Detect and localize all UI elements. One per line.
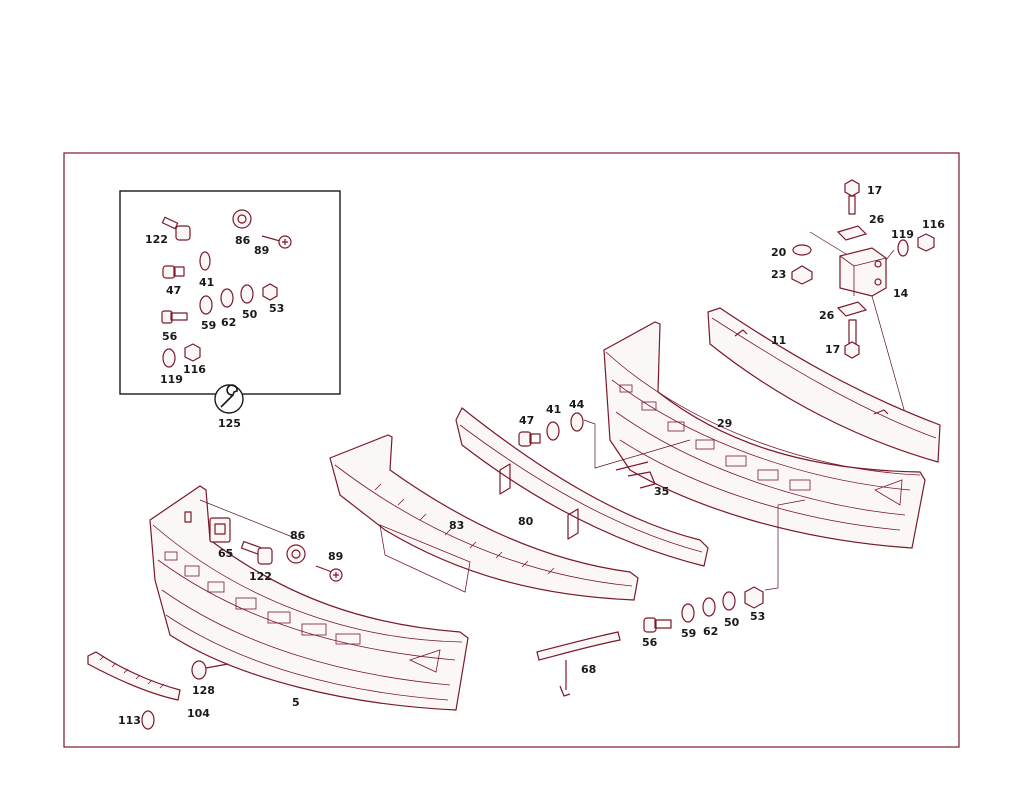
label-62: 62	[221, 316, 236, 329]
label-29: 29	[717, 417, 732, 430]
nut-53-icon	[262, 283, 278, 301]
label-119: 119	[160, 373, 183, 386]
bolt-17-bottom-icon	[844, 319, 860, 359]
washer-62-icon	[220, 288, 234, 308]
label-65: 65	[218, 547, 233, 560]
label-125: 125	[218, 417, 241, 430]
label-86-mid: 86	[290, 529, 306, 542]
label-56-low: 56	[642, 636, 658, 649]
label-116-right: 116	[922, 218, 945, 231]
label-59-low: 59	[681, 627, 696, 640]
label-17-bottom: 17	[825, 343, 840, 356]
bolt-17-top-icon	[844, 179, 860, 215]
bolt-47-mid-icon	[518, 431, 541, 447]
label-83: 83	[449, 519, 464, 532]
washer-119-icon	[162, 348, 176, 368]
washer-20-icon	[792, 244, 812, 256]
plate-26-top-icon	[836, 225, 868, 241]
washer-59-low-icon	[681, 603, 695, 623]
label-128: 128	[192, 684, 215, 697]
part-number-labels: 122 86 89 47 41 56 59 62 50 53 119 116 1…	[118, 184, 945, 727]
label-41: 41	[199, 276, 214, 289]
label-59: 59	[201, 319, 216, 332]
grille-104	[87, 651, 181, 701]
clip-35-icon	[615, 461, 656, 489]
screw-128-icon	[191, 660, 229, 680]
impact-absorber-80	[455, 407, 709, 567]
bracket-14-icon	[839, 247, 887, 297]
label-35: 35	[654, 485, 669, 498]
bumper-cover-5	[149, 485, 469, 711]
bracket-assembly	[791, 179, 935, 414]
hardware-kit-inset	[119, 190, 341, 414]
wrench-125-icon	[214, 384, 244, 414]
nut-116-icon	[184, 343, 201, 362]
screw-89-icon	[261, 235, 292, 249]
bolt-56-low-icon	[643, 617, 672, 633]
label-53: 53	[269, 302, 284, 315]
label-50: 50	[242, 308, 258, 321]
label-11: 11	[771, 334, 786, 347]
clip-65-icon	[209, 517, 231, 543]
label-68: 68	[581, 663, 596, 676]
bumper-carrier-83	[329, 434, 639, 601]
label-50-low: 50	[724, 616, 740, 629]
washer-50-icon	[240, 284, 254, 304]
label-26-top: 26	[869, 213, 885, 226]
bolt-122-mid-icon	[240, 540, 273, 565]
label-47: 47	[166, 284, 181, 297]
label-86: 86	[235, 234, 251, 247]
label-62-low: 62	[703, 625, 718, 638]
diagram-frame	[63, 152, 960, 748]
label-104: 104	[187, 707, 210, 720]
label-23: 23	[771, 268, 786, 281]
cage-nut-86-icon	[232, 209, 252, 229]
washer-41-icon	[199, 251, 211, 271]
washer-59-icon	[199, 295, 213, 315]
label-56: 56	[162, 330, 178, 343]
washer-41-mid-icon	[546, 421, 560, 441]
label-17-top: 17	[867, 184, 882, 197]
label-113: 113	[118, 714, 141, 727]
label-53-low: 53	[750, 610, 765, 623]
nut-116-right-icon	[917, 233, 935, 252]
nut-23-icon	[791, 265, 813, 285]
molding-68	[536, 631, 621, 697]
label-89-mid: 89	[328, 550, 343, 563]
cage-nut-86-mid-icon	[286, 544, 306, 564]
label-119-right: 119	[891, 228, 914, 241]
label-116: 116	[183, 363, 206, 376]
support-bar-11	[707, 307, 941, 463]
label-14: 14	[893, 287, 909, 300]
washer-50-low-icon	[722, 591, 736, 611]
washer-44-icon	[570, 412, 584, 432]
label-47-mid: 47	[519, 414, 534, 427]
nut-53-low-icon	[744, 586, 764, 609]
label-122-mid: 122	[249, 570, 272, 583]
label-44: 44	[569, 398, 585, 411]
bolt-122-icon	[161, 216, 191, 241]
label-5: 5	[292, 696, 300, 709]
bumper-cover-29	[603, 321, 926, 549]
plate-26-bottom-icon	[836, 301, 868, 317]
label-80: 80	[518, 515, 534, 528]
label-41-mid: 41	[546, 403, 561, 416]
label-20: 20	[771, 246, 787, 259]
washer-62-low-icon	[702, 597, 716, 617]
label-89: 89	[254, 244, 269, 257]
nut-113-icon	[141, 710, 155, 730]
bolt-56-icon	[161, 310, 188, 324]
label-26-bottom: 26	[819, 309, 835, 322]
label-122: 122	[145, 233, 168, 246]
screw-89-mid-icon	[315, 565, 343, 582]
bolt-47-icon	[162, 265, 185, 279]
washer-119-right-icon	[897, 239, 909, 257]
